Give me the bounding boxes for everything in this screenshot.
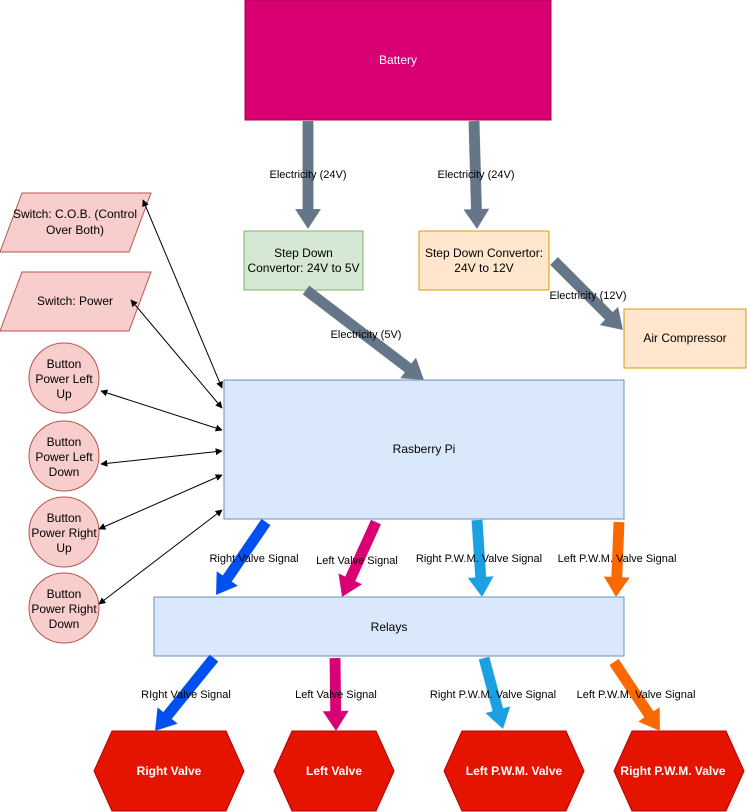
right-pwm-valve-label: Right P.W.M. Valve xyxy=(620,764,725,778)
step-down-5v-label-line2: Convertor: 24V to 5V xyxy=(247,261,359,275)
button-right-down-label-3: Down xyxy=(49,617,80,631)
button-left-up-label-3: Up xyxy=(56,387,72,401)
arrow-pi-to-relays-right-pwm xyxy=(467,519,495,598)
left-valve-label: Left Valve xyxy=(306,764,362,778)
input-connectors xyxy=(98,199,223,605)
button-left-up-node[interactable]: Button Power Left Up xyxy=(28,342,100,414)
label-rel-left-valve: Left Valve Signal xyxy=(295,689,377,701)
step-down-12v-label-line2: 24V to 12V xyxy=(454,261,513,275)
arrow-pi-to-relays-left-valve xyxy=(338,519,382,598)
label-rel-right-valve: RIght Valve Signal xyxy=(141,689,231,701)
switch-cob-label-line1: Switch: C.O.B. (Control xyxy=(13,207,137,221)
button-right-down-node[interactable]: Button Power Right Down xyxy=(28,572,100,644)
relays-label: Relays xyxy=(371,620,408,634)
label-elec-24v-a: Electricity (24V) xyxy=(269,169,346,181)
connector-button-right-down xyxy=(98,509,223,605)
connector-switch-cob xyxy=(142,199,223,389)
right-valve-label: Right Valve xyxy=(137,764,202,778)
button-right-down-label-1: Button xyxy=(47,587,82,601)
arrow-battery-to-step-down-5v xyxy=(294,120,322,230)
arrow-pi-to-relays-left-pwm xyxy=(603,521,631,598)
switch-power-label: Switch: Power xyxy=(37,294,113,308)
label-rel-right-pwm: Right P.W.M. Valve Signal xyxy=(430,689,556,701)
arrow-step-down-5v-to-pi xyxy=(302,285,425,381)
arrow-relays-to-left-valve xyxy=(322,657,350,732)
button-left-down-node[interactable]: Button Power Left Down xyxy=(28,420,100,492)
arrow-relays-to-right-valve xyxy=(154,654,219,732)
connector-switch-power xyxy=(130,299,223,409)
arrow-relays-to-right-pwm-valve xyxy=(609,658,661,732)
connector-button-left-up xyxy=(100,389,223,432)
arrow-relays-to-left-pwm-valve xyxy=(478,656,511,730)
label-rel-left-pwm: Left P.W.M. Valve Signal xyxy=(577,689,696,701)
block-arrows xyxy=(154,120,661,732)
button-left-up-label-1: Button xyxy=(47,357,82,371)
arrow-pi-to-relays-right-valve xyxy=(215,518,271,596)
right-pwm-valve-node[interactable]: Right P.W.M. Valve xyxy=(613,730,745,812)
label-pi-left-pwm: Left P.W.M. Valve Signal xyxy=(558,553,677,565)
connector-button-left-down xyxy=(100,448,223,467)
button-right-up-node[interactable]: Button Power Right Up xyxy=(28,496,100,568)
edge-labels: Electricity (24V) Electricity (24V) Elec… xyxy=(141,169,695,701)
connector-button-right-up xyxy=(98,474,223,530)
switch-cob-node[interactable]: Switch: C.O.B. (Control Over Both) xyxy=(0,192,152,253)
button-right-up-label-2: Power Right xyxy=(31,526,97,540)
label-elec-5v: Electricity (5V) xyxy=(331,329,402,341)
label-elec-24v-b: Electricity (24V) xyxy=(437,169,514,181)
button-right-up-label-1: Button xyxy=(47,511,82,525)
left-valve-node[interactable]: Left Valve xyxy=(273,730,395,812)
relays-node[interactable]: Relays xyxy=(153,596,625,657)
left-pwm-valve-label: Left P.W.M. Valve xyxy=(466,764,563,778)
arrow-step-down-12v-to-compressor xyxy=(549,256,624,331)
label-pi-left-valve: Left Valve Signal xyxy=(316,555,398,567)
button-left-down-label-2: Power Left xyxy=(35,450,93,464)
button-right-up-label-3: Up xyxy=(56,541,72,555)
button-left-down-label-1: Button xyxy=(47,435,82,449)
arrow-battery-to-step-down-12v xyxy=(462,120,490,230)
label-pi-right-pwm: Right P.W.M. Valve Signal xyxy=(416,553,542,565)
raspberry-pi-node[interactable]: Rasberry Pi xyxy=(223,379,625,520)
switch-power-node[interactable]: Switch: Power xyxy=(0,271,152,332)
air-compressor-node[interactable]: Air Compressor xyxy=(623,308,747,369)
step-down-5v-node[interactable]: Step Down Convertor: 24V to 5V xyxy=(243,230,364,291)
step-down-5v-label-line1: Step Down xyxy=(274,246,333,260)
button-right-down-label-2: Power Right xyxy=(31,602,97,616)
left-pwm-valve-node[interactable]: Left P.W.M. Valve xyxy=(443,730,585,812)
step-down-12v-node[interactable]: Step Down Convertor: 24V to 12V xyxy=(418,230,550,291)
button-left-up-label-2: Power Left xyxy=(35,372,93,386)
step-down-12v-label-line1: Step Down Convertor: xyxy=(425,246,543,260)
battery-node[interactable]: Battery xyxy=(244,0,552,121)
right-valve-node[interactable]: Right Valve xyxy=(93,730,245,812)
air-compressor-label: Air Compressor xyxy=(643,331,726,345)
label-pi-right-valve: Right Valve Signal xyxy=(209,553,298,565)
raspberry-pi-label: Rasberry Pi xyxy=(393,442,456,456)
battery-label: Battery xyxy=(379,53,417,67)
button-left-down-label-3: Down xyxy=(49,465,80,479)
switch-cob-label-line2: Over Both) xyxy=(46,223,104,237)
label-elec-12v: Electricity (12V) xyxy=(549,290,626,302)
